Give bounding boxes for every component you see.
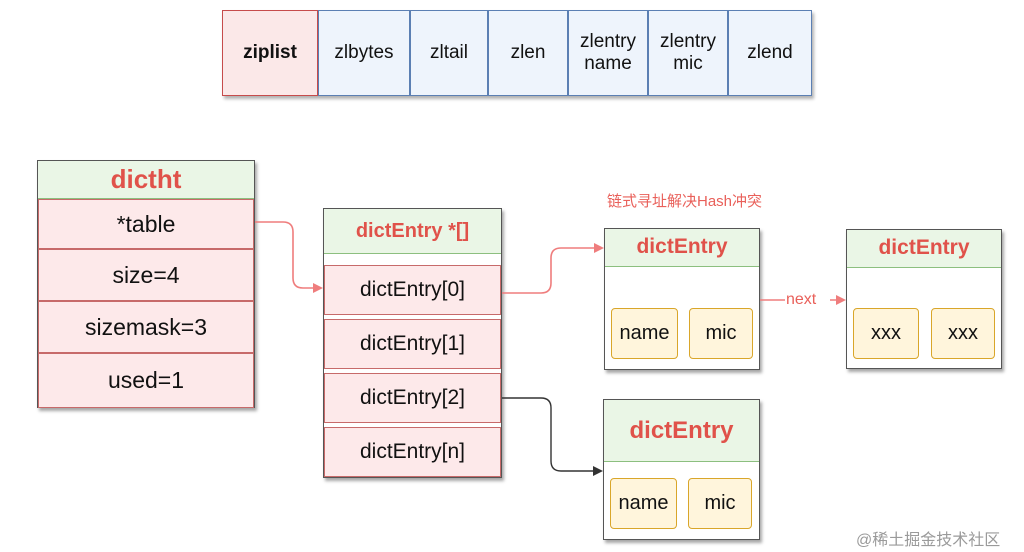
dictht-table: dictht *table size=4 sizemask=3 used=1 xyxy=(37,160,255,408)
dictentry-node-a-value: mic xyxy=(689,308,753,359)
arrow-table-to-array xyxy=(255,221,323,293)
ziplist-zlentry-name-cell: zlentry name xyxy=(568,10,648,96)
dictentry-node-c-key: name xyxy=(610,478,677,529)
ziplist-zlentry-mic-cell: zlentry mic xyxy=(648,10,728,96)
dictentry-node-a-key: name xyxy=(611,308,678,359)
dictentry-node-c: dictEntry name mic xyxy=(603,399,760,540)
watermark: @稀土掘金技术社区 xyxy=(856,532,1001,549)
dictentry-node-c-value: mic xyxy=(688,478,752,529)
dictentry-node-b-title: dictEntry xyxy=(847,230,1001,268)
dictentry-array: dictEntry *[] dictEntry[0] dictEntry[1] … xyxy=(323,208,502,478)
dictentry-array-row-n: dictEntry[n] xyxy=(324,427,501,477)
ziplist-zlen-cell: zlen xyxy=(488,10,568,96)
ziplist-row: ziplist zlbytes zltail zlen zlentry name… xyxy=(222,10,812,96)
dictentry-array-row-1: dictEntry[1] xyxy=(324,319,501,369)
dictentry-node-b-value: xxx xyxy=(931,308,995,359)
dictentry-node-b: dictEntry xxx xxx xyxy=(846,229,1002,369)
ziplist-zlend-cell: zlend xyxy=(728,10,812,96)
arrow-row2-to-entry-c xyxy=(502,397,603,476)
arrow-row0-to-entry-a xyxy=(502,243,604,294)
next-label: next xyxy=(786,291,830,311)
dictht-row-table: *table xyxy=(38,199,254,249)
dictht-row-used: used=1 xyxy=(38,353,254,408)
dictentry-array-title: dictEntry *[] xyxy=(324,209,501,254)
dictentry-array-row-2: dictEntry[2] xyxy=(324,373,501,423)
dictht-row-sizemask: sizemask=3 xyxy=(38,301,254,353)
chain-annotation: 链式寻址解决Hash冲突 xyxy=(607,193,763,210)
dictentry-node-b-key: xxx xyxy=(853,308,919,359)
dictentry-node-a: dictEntry name mic xyxy=(604,228,760,370)
ziplist-zltail-cell: zltail xyxy=(410,10,488,96)
dictentry-node-c-title: dictEntry xyxy=(604,400,759,462)
dictht-row-size: size=4 xyxy=(38,249,254,301)
dictentry-node-a-title: dictEntry xyxy=(605,229,759,267)
dictentry-array-row-0: dictEntry[0] xyxy=(324,265,501,315)
ziplist-zlbytes-cell: zlbytes xyxy=(318,10,410,96)
ziplist-head-cell: ziplist xyxy=(222,10,318,96)
dictht-title: dictht xyxy=(38,161,254,199)
